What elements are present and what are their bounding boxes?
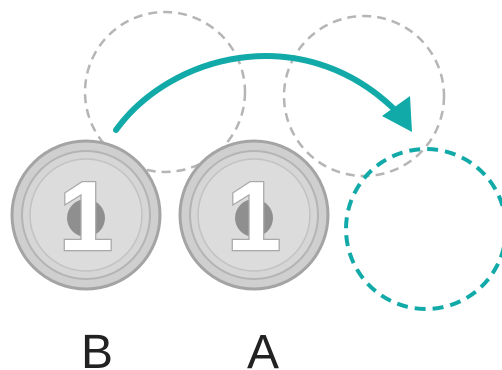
coin-a: 1 bbox=[178, 139, 330, 291]
coin-a-center-hole bbox=[235, 199, 273, 237]
coin-b-label: B bbox=[81, 326, 113, 370]
coin-b-numeral: 1 bbox=[59, 161, 114, 271]
coin-a-numeral: 1 bbox=[227, 161, 282, 271]
ghost-coin-position-1 bbox=[83, 10, 247, 174]
coin-b-center-hole bbox=[67, 199, 105, 237]
movement-arrow-path bbox=[113, 53, 396, 133]
coin-a-label: A bbox=[247, 326, 279, 370]
target-coin-position bbox=[344, 147, 502, 311]
ghost-coin-position-2 bbox=[282, 14, 446, 178]
arrowhead-icon bbox=[382, 96, 412, 132]
coin-b: 1 bbox=[10, 139, 162, 291]
